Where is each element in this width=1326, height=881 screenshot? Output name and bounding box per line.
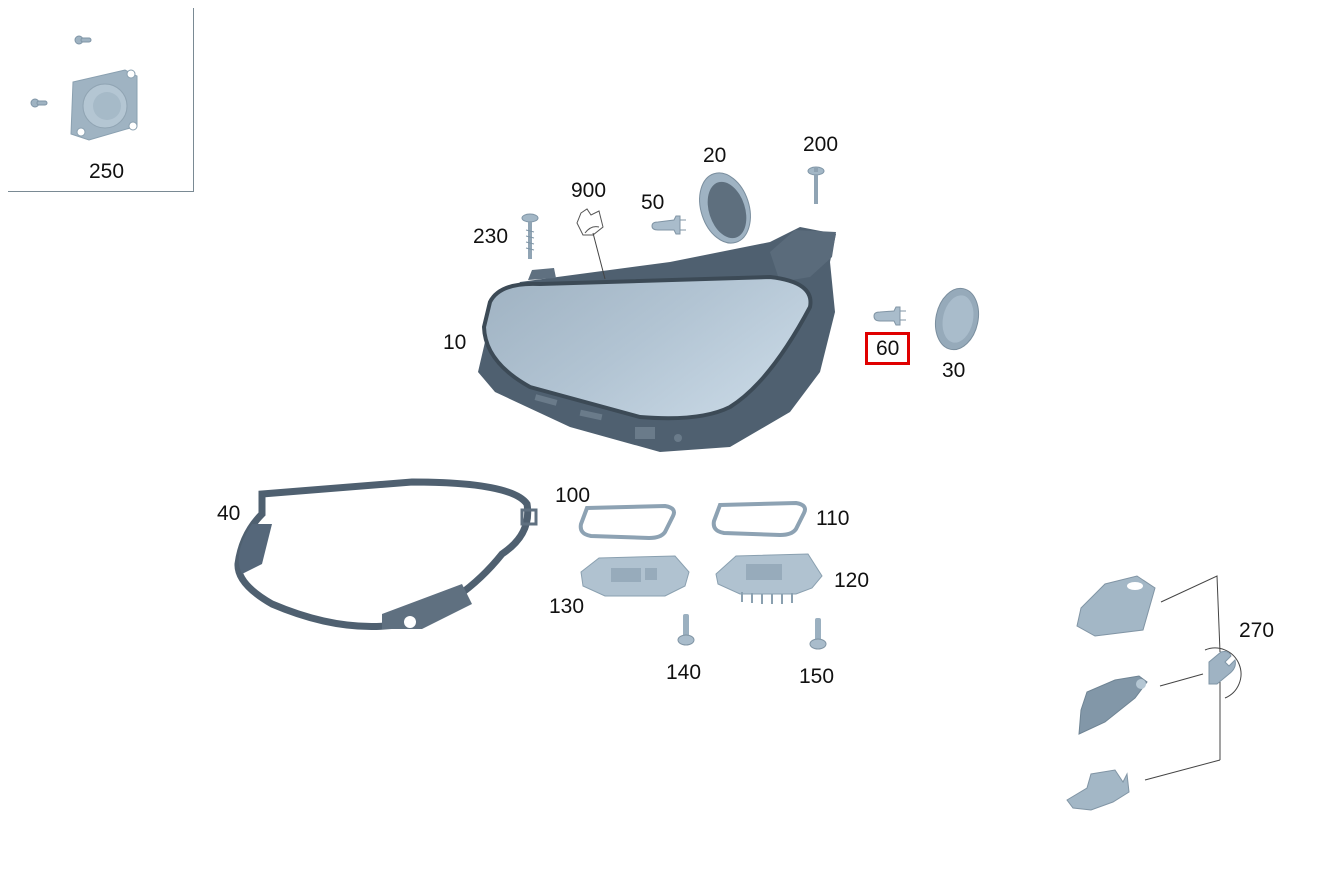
label-230[interactable]: 230 [473, 225, 509, 248]
part-110-gasket[interactable] [710, 499, 810, 538]
part-120-control-unit[interactable] [712, 550, 826, 606]
label-20[interactable]: 20 [703, 144, 727, 167]
part-40-frame[interactable] [232, 474, 544, 639]
inset-box-250 [8, 8, 194, 192]
label-100[interactable]: 100 [555, 484, 591, 507]
label-900[interactable]: 900 [571, 179, 607, 202]
label-60-highlighted[interactable]: 60 [865, 332, 911, 365]
label-250[interactable]: 250 [89, 160, 125, 183]
label-150[interactable]: 150 [799, 665, 835, 688]
label-200[interactable]: 200 [803, 133, 839, 156]
part-100-gasket[interactable] [577, 502, 679, 541]
part-230-screw[interactable] [521, 212, 539, 264]
part-30-cover-cap[interactable] [932, 285, 982, 355]
part-50-bulb[interactable] [650, 212, 690, 236]
label-140[interactable]: 140 [666, 661, 702, 684]
part-10-headlamp[interactable] [470, 222, 845, 454]
label-10[interactable]: 10 [443, 331, 467, 354]
part-130-control-unit[interactable] [575, 552, 693, 600]
part-60-bulb[interactable] [872, 304, 910, 328]
part-140-screw[interactable] [677, 612, 695, 648]
part-200-screw[interactable] [806, 164, 826, 208]
part-20-cover-cap[interactable] [695, 170, 755, 250]
label-120[interactable]: 120 [834, 569, 870, 592]
part-150-screw[interactable] [809, 616, 827, 652]
part-900-label-sticker[interactable] [573, 205, 613, 285]
label-50[interactable]: 50 [641, 191, 665, 214]
label-130[interactable]: 130 [549, 595, 585, 618]
label-270[interactable]: 270 [1239, 619, 1275, 642]
part-250-fan[interactable] [25, 30, 145, 141]
label-110[interactable]: 110 [816, 507, 850, 530]
label-40[interactable]: 40 [217, 502, 241, 525]
label-30[interactable]: 30 [942, 359, 966, 382]
part-270-repair-kit[interactable] [1065, 570, 1245, 825]
